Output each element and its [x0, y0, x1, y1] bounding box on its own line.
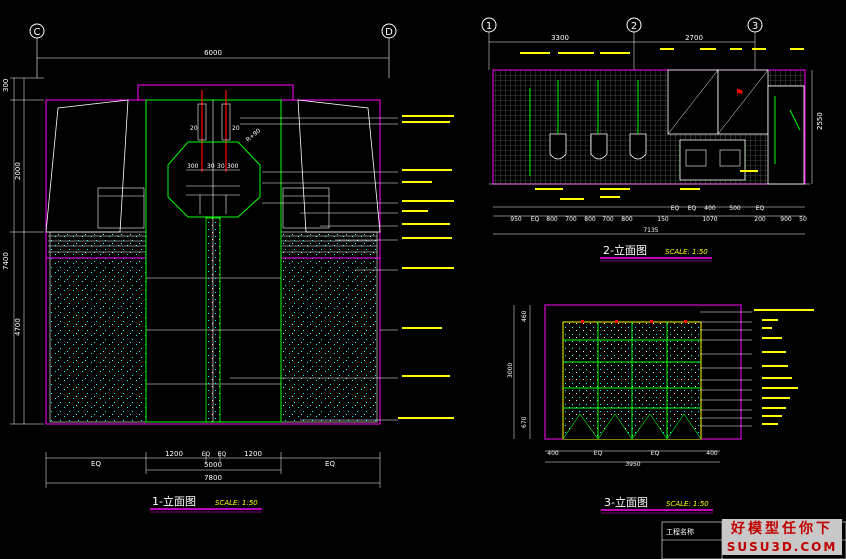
dim-left-3: 4700 — [14, 318, 22, 336]
elevation-1: C D 6000 — [2, 23, 454, 513]
dim2-a-0: EQ — [671, 205, 680, 212]
grid-label-d: D — [385, 27, 393, 38]
view1-scale: SCALE: 1:50 — [215, 499, 258, 507]
dim-circle-f: 300 — [227, 163, 239, 170]
dim-bottom-5: EQ — [325, 460, 335, 468]
red-mark: ⚑ — [735, 88, 744, 99]
dim2-a-2: 400 — [704, 205, 716, 212]
grid-label-1: 1 — [486, 21, 492, 32]
dim-circle-c: 300 — [187, 163, 199, 170]
dim2-b-5: 700 — [602, 216, 614, 223]
grid-label-3: 3 — [752, 21, 758, 32]
elevation-2: 1 2 3 3300 2700 ⚑ — [481, 17, 824, 262]
vanity — [679, 139, 746, 181]
dim2-b-8: 1070 — [702, 216, 717, 223]
dim-circle-radius: R+90 — [245, 127, 263, 143]
dim2-b-10: 900 — [780, 216, 792, 223]
view3-title: 3-立面图 — [604, 495, 648, 509]
dim3-left-0: 460 — [521, 310, 528, 322]
dim3-left-1: 3000 — [507, 363, 514, 378]
door — [767, 85, 805, 185]
dim-left-1: 2000 — [14, 162, 22, 180]
dim2-total: 7135 — [643, 227, 658, 234]
dim3-b-3: 400 — [706, 450, 718, 457]
dim-circle-d: 30 — [207, 163, 215, 170]
dim2-a-3: 500 — [729, 205, 741, 212]
dim2-b-2: 800 — [546, 216, 558, 223]
dim2-top-1: 2700 — [685, 34, 703, 42]
watermark: 好模型任你下 SUSU3D.COM — [722, 519, 842, 557]
dim-top: 6000 — [204, 49, 222, 57]
dim-mid: 5000 — [204, 461, 222, 469]
dim3-b-2: EQ — [651, 450, 660, 457]
octagon-feature — [167, 141, 261, 218]
dim3-b-0: 400 — [547, 450, 559, 457]
dim2-top-0: 3300 — [551, 34, 569, 42]
dim3-b-1: EQ — [594, 450, 603, 457]
dim2-b-6: 800 — [621, 216, 633, 223]
grid-label-c: C — [34, 27, 41, 38]
stone-panel-right — [280, 231, 378, 423]
dim-circle-a: 20 — [190, 125, 198, 132]
dim2-b-0: 950 — [510, 216, 522, 223]
annotation-placeholders — [398, 115, 454, 419]
dim-circle-b: 20 — [232, 125, 240, 132]
vertical-pole — [205, 217, 221, 423]
stone-panel-left — [49, 231, 147, 423]
grid-label-2: 2 — [631, 21, 637, 32]
dim2-b-4: 800 — [584, 216, 596, 223]
watermark-line1: 好模型任你下 — [722, 519, 842, 539]
dim-bottom-1: 1200 — [165, 450, 183, 458]
view2-scale: SCALE: 1:50 — [665, 248, 708, 256]
title-block-label: 工程名称 — [666, 527, 694, 536]
dim-bottom-3: EQ — [218, 451, 227, 458]
dim3-left-2: 670 — [521, 416, 528, 428]
dim2-a-4: EQ — [756, 205, 765, 212]
dim2-b-11: 50 — [799, 216, 807, 223]
dim2-right: 2550 — [816, 112, 824, 130]
dim-bottom-2: EQ — [202, 451, 211, 458]
elevation-3: 460 3000 670 400 EQ EQ 400 3950 — [507, 304, 814, 514]
dim2-b-1: EQ — [531, 216, 540, 223]
urinals — [549, 133, 647, 160]
dim-circle-e: 30 — [217, 163, 225, 170]
dim2-b-7: 150 — [657, 216, 669, 223]
dim-total-1: 7800 — [204, 474, 222, 482]
dim-left-0: 300 — [2, 79, 10, 92]
view3-scale: SCALE: 1:50 — [666, 500, 709, 508]
annotation-leaders — [230, 117, 398, 421]
view1-title: 1-立面图 — [152, 494, 196, 508]
dim-bottom-0: EQ — [91, 460, 101, 468]
dim2-b-9: 200 — [754, 216, 766, 223]
dim-bottom-4: 1200 — [244, 450, 262, 458]
dim-left-2: 7400 — [2, 252, 10, 270]
dim2-a-1: EQ — [688, 205, 697, 212]
dim3-total: 3950 — [625, 461, 640, 468]
watermark-line2: SUSU3D.COM — [722, 539, 842, 555]
view2-title: 2-立面图 — [603, 243, 647, 257]
dim2-b-3: 700 — [565, 216, 577, 223]
